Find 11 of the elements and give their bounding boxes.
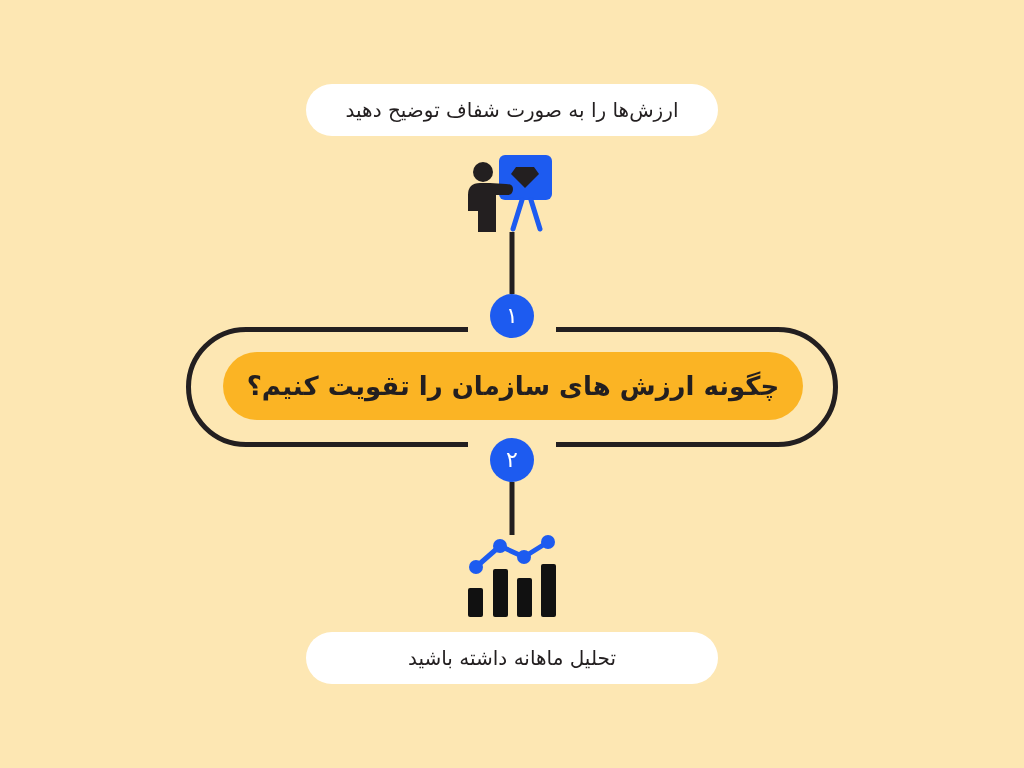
bar-line-chart-icon bbox=[467, 535, 557, 617]
step-pill bbox=[306, 84, 718, 136]
step-number: ۱ bbox=[506, 305, 518, 327]
rounded-frame bbox=[186, 327, 838, 447]
connector-line bbox=[509, 232, 515, 294]
step-text: ارزش‌ها را به صورت شفاف توضیح دهید bbox=[345, 97, 679, 124]
step-text: تحلیل ماهانه داشته باشید bbox=[408, 645, 616, 672]
connector-line bbox=[509, 482, 515, 535]
question-heading: چگونه ارزش های سازمان را تقویت کنیم؟ bbox=[246, 369, 780, 404]
step-number: ۲ bbox=[506, 449, 518, 471]
step-pill bbox=[306, 632, 718, 684]
